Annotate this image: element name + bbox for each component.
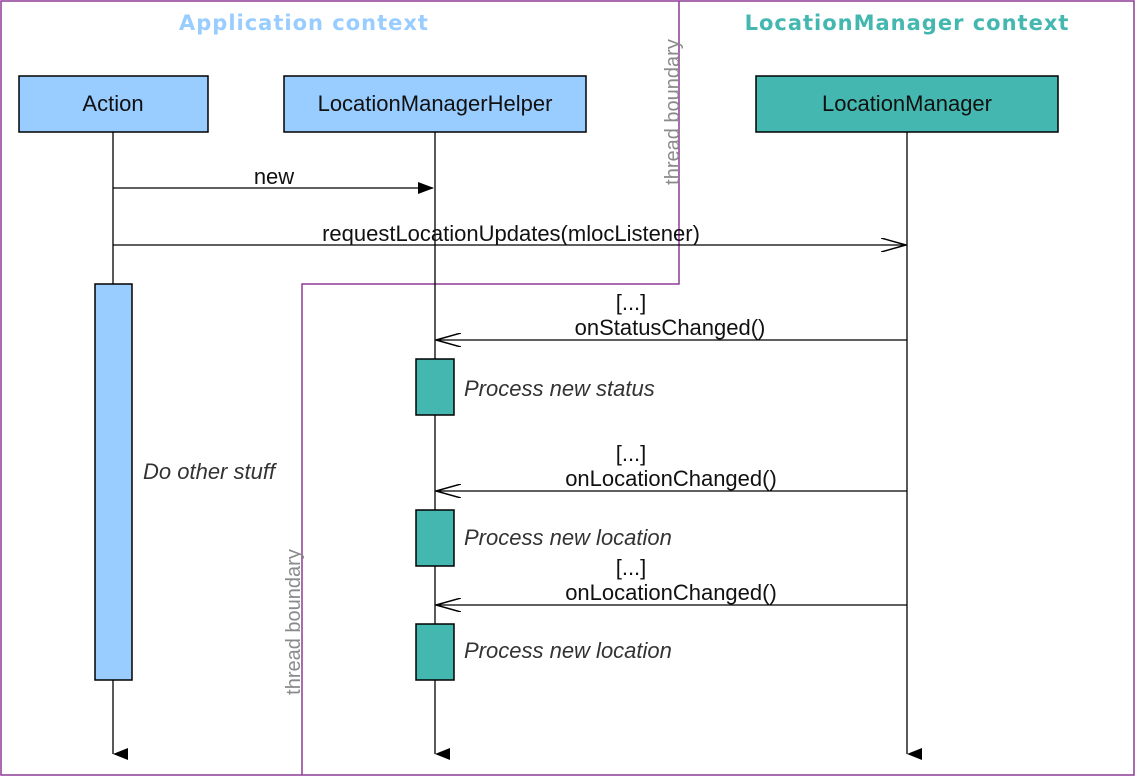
process-location-1-activation xyxy=(415,509,455,567)
location-changed-2-label: onLocationChanged() xyxy=(565,580,777,605)
participant-manager: LocationManager xyxy=(755,75,1059,133)
status-changed-prefix: [...] xyxy=(616,290,647,315)
location-changed-2-prefix: [...] xyxy=(616,555,647,580)
thread-boundary-label-bottom: thread boundary xyxy=(283,549,305,695)
thread-boundary-label-top: thread boundary xyxy=(662,39,684,185)
participant-manager-label: LocationManager xyxy=(822,91,992,116)
participant-helper-label: LocationManagerHelper xyxy=(318,91,553,116)
message-new-label: new xyxy=(254,164,294,189)
participant-action-label: Action xyxy=(82,91,143,116)
participant-helper: LocationManagerHelper xyxy=(283,75,587,133)
status-changed-label: onStatusChanged() xyxy=(575,315,766,340)
process-location-2-activation xyxy=(415,623,455,681)
location-changed-1-label: onLocationChanged() xyxy=(565,466,777,491)
process-location-1-note: Process new location xyxy=(464,525,672,550)
action-activation-note: Do other stuff xyxy=(143,459,278,484)
application-context-title: Application context xyxy=(179,11,429,35)
process-status-activation xyxy=(415,358,455,416)
thread-boundary-line xyxy=(301,1,680,775)
location-changed-1-prefix: [...] xyxy=(616,441,647,466)
participant-action: Action xyxy=(18,75,209,133)
location-manager-context-title: LocationManager context xyxy=(745,11,1070,35)
message-request-updates-label: requestLocationUpdates(mlocListener) xyxy=(322,221,700,246)
process-location-2-note: Process new location xyxy=(464,638,672,663)
process-status-note: Process new status xyxy=(464,376,655,401)
action-activation-bar xyxy=(94,283,133,681)
